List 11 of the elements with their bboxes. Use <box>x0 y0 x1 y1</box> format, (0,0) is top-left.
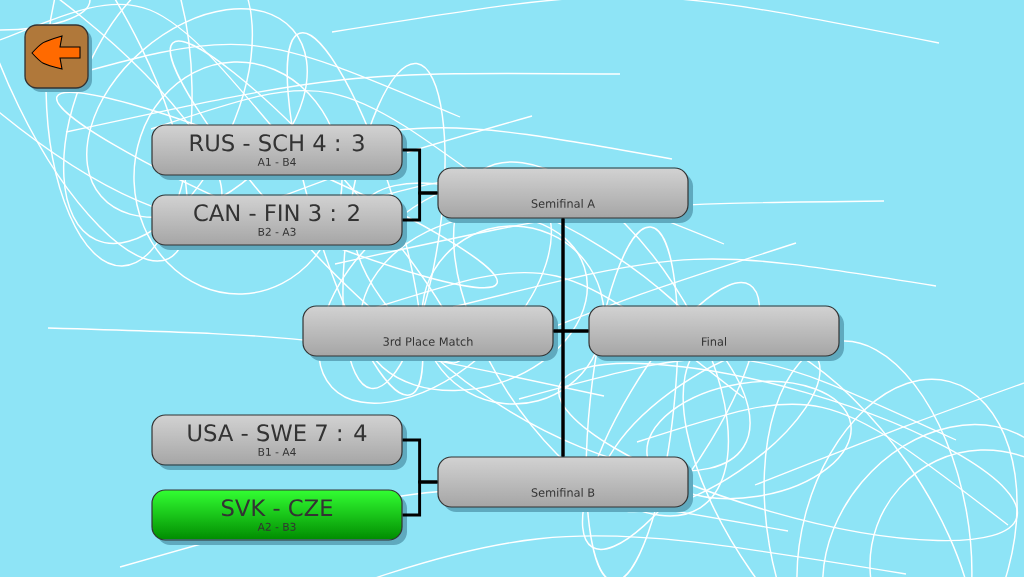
match-box: 3rd Place Match <box>302 305 558 361</box>
match-box: Semifinal B <box>437 456 693 512</box>
match-box: Final <box>588 305 844 361</box>
match-box: RUS - SCH 4 : 3 A1 - B4 <box>151 124 407 180</box>
connector-line <box>402 191 438 222</box>
match-box: CAN - FIN 3 : 2 B2 - A3 <box>151 194 407 250</box>
match-box: USA - SWE 7 : 4 B1 - A4 <box>151 414 407 470</box>
connector-line <box>561 329 589 457</box>
match-box: Semifinal A <box>437 167 693 223</box>
connector-line <box>402 480 438 517</box>
match-box: SVK - CZE A2 - B3 <box>151 489 407 545</box>
